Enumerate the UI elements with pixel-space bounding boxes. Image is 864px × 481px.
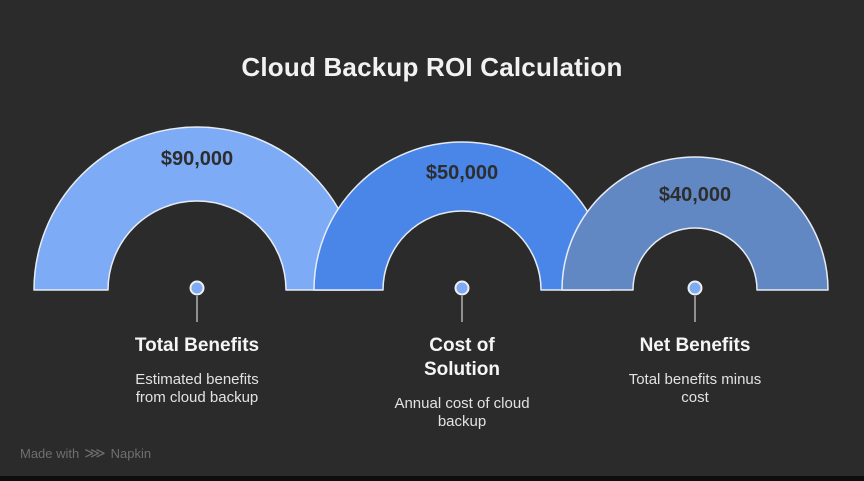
- label-net-benefits: Net Benefits: [639, 335, 751, 356]
- connector-dot-cost-of-solution: [454, 280, 470, 296]
- description-total-benefits: Estimated benefits from cloud backup: [135, 371, 259, 406]
- column-total-benefits: Total Benefits Estimated benefits from c…: [82, 334, 312, 407]
- connector-dot-total-benefits: [189, 280, 205, 296]
- label-cost-of-solution: Cost of Solution: [424, 335, 500, 380]
- description-cost-of-solution: Annual cost of cloud backup: [394, 395, 530, 430]
- arch-net-benefits: [561, 156, 829, 291]
- watermark: Made with ⋙ Napkin: [20, 446, 151, 461]
- connector-dot-net-benefits: [687, 280, 703, 296]
- watermark-brand: Napkin: [110, 446, 152, 461]
- column-cost-of-solution: Cost of Solution Annual cost of cloud ba…: [347, 334, 577, 431]
- watermark-prefix: Made with: [20, 446, 80, 461]
- bottom-edge-bar: [0, 476, 864, 481]
- napkin-logo-icon: ⋙: [84, 445, 106, 462]
- description-net-benefits: Total benefits minus cost: [628, 371, 762, 406]
- value-net-benefits: $40,000: [658, 184, 732, 206]
- value-total-benefits: $90,000: [160, 148, 234, 170]
- value-cost-of-solution: $50,000: [425, 162, 499, 184]
- column-net-benefits: Net Benefits Total benefits minus cost: [580, 334, 810, 407]
- label-total-benefits: Total Benefits: [134, 335, 260, 356]
- page-title: Cloud Backup ROI Calculation: [241, 52, 623, 82]
